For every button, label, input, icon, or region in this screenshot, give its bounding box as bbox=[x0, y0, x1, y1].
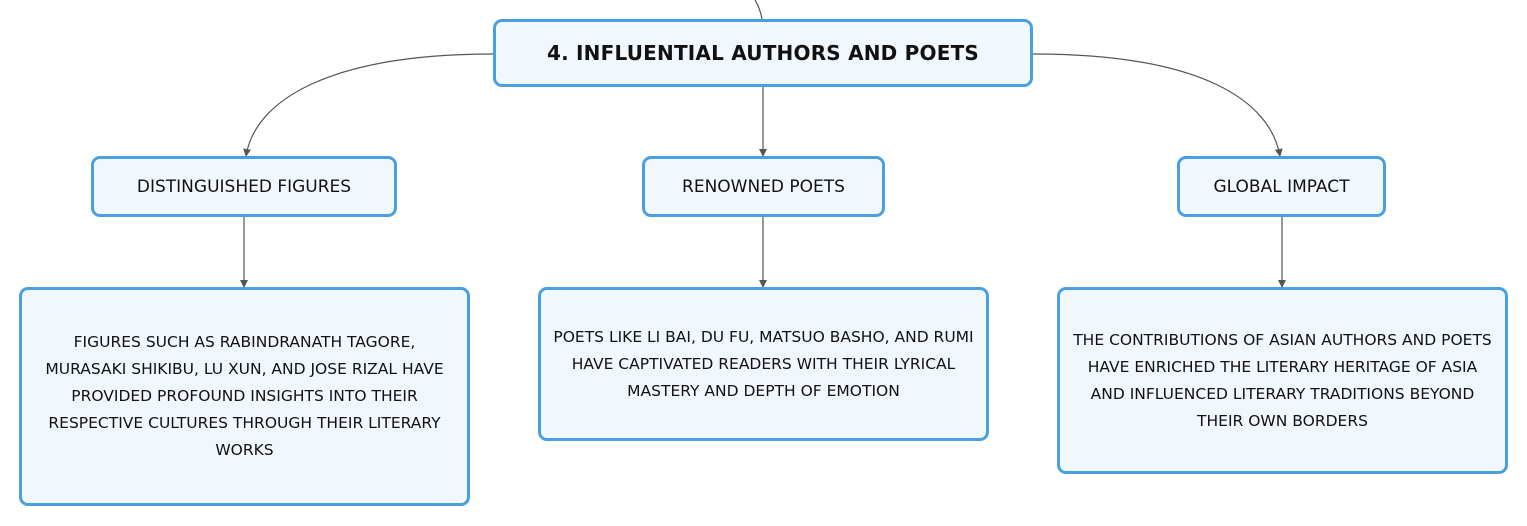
branch-node-distinguished-figures[interactable]: DISTINGUISHED FIGURES bbox=[91, 156, 397, 217]
detail-node-text: FIGURES SUCH AS RABINDRANATH TAGORE, MUR… bbox=[45, 333, 444, 459]
detail-node-text: THE CONTRIBUTIONS OF ASIAN AUTHORS AND P… bbox=[1073, 330, 1492, 430]
detail-node-global-impact[interactable]: THE CONTRIBUTIONS OF ASIAN AUTHORS AND P… bbox=[1057, 287, 1508, 474]
branch-node-label: DISTINGUISHED FIGURES bbox=[136, 176, 352, 197]
root-node-label: 4. INFLUENTIAL AUTHORS AND POETS bbox=[546, 41, 980, 65]
branch-node-renowned-poets[interactable]: RENOWNED POETS bbox=[642, 156, 885, 217]
connector-root-to-global-impact bbox=[1032, 53, 1283, 157]
branch-node-label: GLOBAL IMPACT bbox=[1213, 176, 1350, 197]
root-node[interactable]: 4. INFLUENTIAL AUTHORS AND POETS bbox=[493, 19, 1033, 87]
connector-from-parent bbox=[754, 0, 763, 20]
detail-node-distinguished-figures[interactable]: FIGURES SUCH AS RABINDRANATH TAGORE, MUR… bbox=[19, 287, 470, 506]
branch-node-global-impact[interactable]: GLOBAL IMPACT bbox=[1177, 156, 1386, 217]
connector-root-to-distinguished-figures bbox=[243, 53, 494, 157]
detail-node-text: POETS LIKE LI BAI, DU FU, MATSUO BASHO, … bbox=[553, 327, 974, 400]
branch-node-label: RENOWNED POETS bbox=[682, 176, 845, 197]
detail-node-renowned-poets[interactable]: POETS LIKE LI BAI, DU FU, MATSUO BASHO, … bbox=[538, 287, 989, 441]
